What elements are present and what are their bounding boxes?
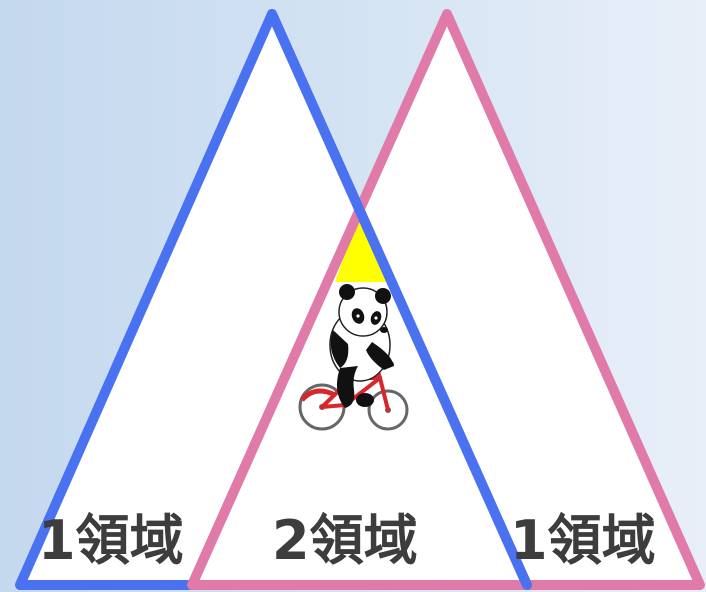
panda-ear-right [375,288,391,304]
right-triangle-fill [192,14,700,585]
region-label-overlap-double: 2領域 [272,509,418,572]
region-label-left-single: 1領域 [38,509,184,572]
left-triangle-right-edge [267,9,532,590]
front-wheel [367,389,409,431]
panda-ear-left [339,284,355,300]
overlap-apex-highlight [335,212,390,282]
panda-bicycle-illustration [298,284,409,431]
region-label-right-single: 1領域 [510,509,656,572]
right-triangle-outline [187,9,705,590]
